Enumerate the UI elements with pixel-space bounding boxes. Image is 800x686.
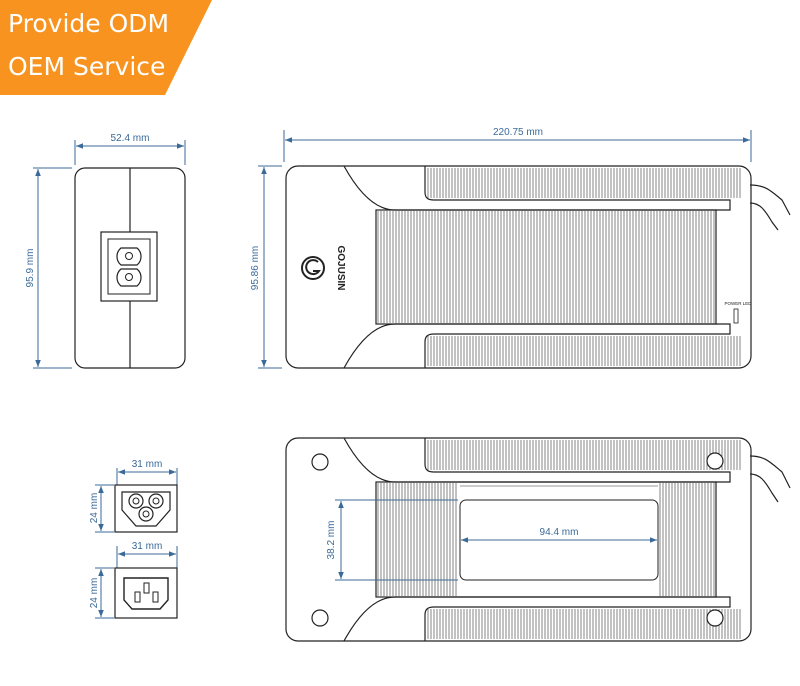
top-length-dimension: 220.75 mm [283,127,752,162]
power-led-indicator [733,308,739,324]
banner-line-1: Provide ODM [8,9,169,38]
label-height-dimension: 38.2 mm [326,499,458,581]
banner-line-2: OEM Service [8,52,165,81]
top-view: GOJUSIN POWER LED [285,165,791,369]
gojusin-logo: GOJUSIN [301,245,346,291]
top-height-label: 95.86 mm [250,246,261,290]
c5-socket-view: 31 mm 24 mm [89,459,178,533]
front-height-label: 95.9 mm [25,249,36,288]
power-led-label: POWER LED [724,301,752,306]
brand-label: GOJUSIN [335,245,346,290]
front-height-dimension: 95.9 mm [25,167,72,369]
c13-height-label: 24 mm [89,578,100,609]
banner-background [0,0,212,95]
front-view [74,167,186,369]
mount-hole-bottom-left [311,609,329,627]
heatsink-fins-bottom-middle [377,483,715,596]
mount-hole-bottom-right [706,609,724,627]
mount-hole-top-right [706,452,724,470]
front-width-dimension: 52.4 mm [74,133,186,165]
label-width-text: 94.4 mm [540,527,579,538]
top-height-dimension: 95.86 mm [250,165,282,369]
label-height-text: 38.2 mm [326,521,337,560]
c5-height-label: 24 mm [89,493,100,524]
c5-width-label: 31 mm [132,459,163,470]
top-length-label: 220.75 mm [493,127,543,138]
odm-oem-banner: Provide ODM OEM Service [0,0,212,95]
c13-width-label: 31 mm [132,541,163,552]
mount-hole-top-left [311,453,329,471]
heatsink-fins-middle [377,211,715,323]
heatsink-fins [427,168,741,366]
front-width-label: 52.4 mm [111,133,150,144]
c14-socket-view: 31 mm 24 mm [89,541,178,619]
label-width-dimension: 94.4 mm [461,527,657,543]
